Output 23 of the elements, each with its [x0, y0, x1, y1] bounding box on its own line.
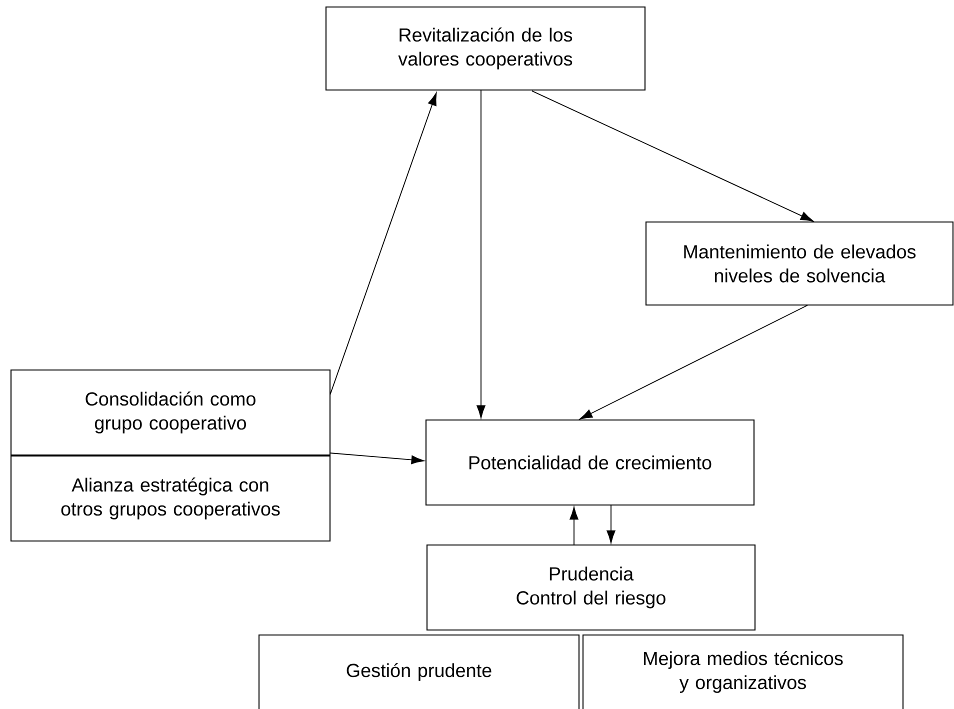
process-box — [582, 634, 904, 709]
process-box — [10, 455, 331, 542]
process-box — [426, 544, 756, 631]
process-box — [325, 6, 646, 91]
arrow — [330, 92, 437, 396]
box-text: Mejora medios técnicos y organizativos — [644, 651, 843, 693]
arrow — [476, 90, 486, 418]
box-text: Consolidación como grupo cooperativo — [86, 392, 256, 434]
arrow — [532, 90, 814, 222]
arrow — [580, 304, 808, 420]
box-text: Alianza estratégica con otros grupos cooperativos — [61, 478, 280, 520]
process-box — [645, 221, 954, 306]
process-box — [258, 634, 580, 709]
box-text: Prudencia Control del riesgo — [516, 566, 666, 608]
arrow — [330, 452, 424, 464]
arrow — [606, 504, 616, 544]
process-box — [425, 419, 755, 506]
box-text: Potencialidad de crecimiento — [469, 456, 712, 470]
box-text: Mantenimiento de elevados niveles de solvencia — [684, 244, 916, 282]
process-box — [10, 369, 331, 456]
box-text: Gestión prudente — [346, 663, 492, 681]
arrow — [570, 506, 578, 546]
box-text: Revitalización de los valores cooperativos — [398, 28, 572, 70]
